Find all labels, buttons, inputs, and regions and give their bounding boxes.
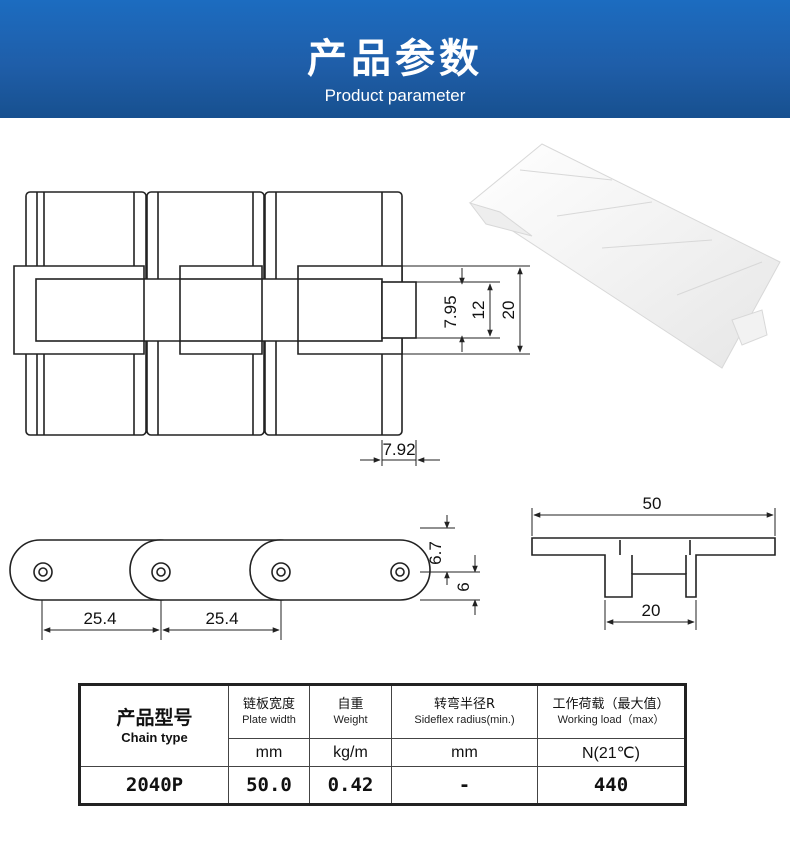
weight-header-cn: 自重 — [337, 697, 364, 712]
weight-value: 0.42 — [309, 766, 392, 805]
radius-value: - — [391, 766, 538, 805]
radius-header-en: Sideflex radius(min.) — [414, 714, 515, 726]
dim-792-label: 7.92 — [382, 440, 415, 459]
page-title: 产品参数 — [307, 36, 483, 82]
dim-67-label: 6.7 — [426, 541, 445, 565]
dim-12-label: 12 — [469, 301, 488, 320]
section-inner-label: 20 — [642, 601, 661, 620]
page-subtitle: Product parameter — [324, 86, 466, 105]
plate-header: 链板宽度 Plate width — [228, 684, 310, 739]
plate-header-cn: 链板宽度 — [242, 697, 295, 712]
plate-header-en: Plate width — [242, 714, 296, 726]
spec-table: 产品型号 Chain type 链板宽度 Plate width 自重 Weig… — [78, 683, 687, 806]
plate-value: 50.0 — [228, 766, 310, 805]
top-view-hinge — [13, 265, 417, 355]
model-header-cn: 产品型号 — [116, 707, 193, 729]
section-view — [531, 537, 776, 598]
load-header: 工作荷载（最大值） Working load（max） — [537, 684, 686, 739]
product-photo — [468, 143, 781, 369]
load-header-en: Working load（max） — [557, 714, 665, 726]
technical-drawing: 20 12 7.95 7.92 6.7 6 25.4 25.4 50 20 — [9, 191, 776, 640]
model-value: 2040P — [79, 766, 229, 805]
weight-header-en: Weight — [333, 714, 368, 726]
side-view-links — [9, 539, 431, 601]
header-banner: 产品参数 Product parameter — [0, 0, 790, 118]
pitch-1-label: 25.4 — [83, 609, 116, 628]
load-unit: N(21℃) — [537, 738, 686, 767]
plate-unit: mm — [228, 738, 310, 767]
radius-header-cn: 转弯半径R — [433, 697, 496, 712]
weight-header: 自重 Weight — [309, 684, 392, 739]
section-width-label: 50 — [643, 494, 662, 513]
radius-header: 转弯半径R Sideflex radius(min.) — [391, 684, 538, 739]
load-header-cn: 工作荷载（最大值） — [552, 697, 670, 712]
pitch-2-label: 25.4 — [205, 609, 238, 628]
model-header: 产品型号 Chain type — [79, 684, 229, 767]
radius-unit: mm — [391, 738, 538, 767]
weight-unit: kg/m — [309, 738, 392, 767]
dim-20-label: 20 — [499, 301, 518, 320]
dim-795-label: 7.95 — [441, 295, 460, 328]
model-header-en: Chain type — [121, 730, 188, 745]
load-value: 440 — [537, 766, 686, 805]
dim-6-label: 6 — [454, 582, 473, 591]
